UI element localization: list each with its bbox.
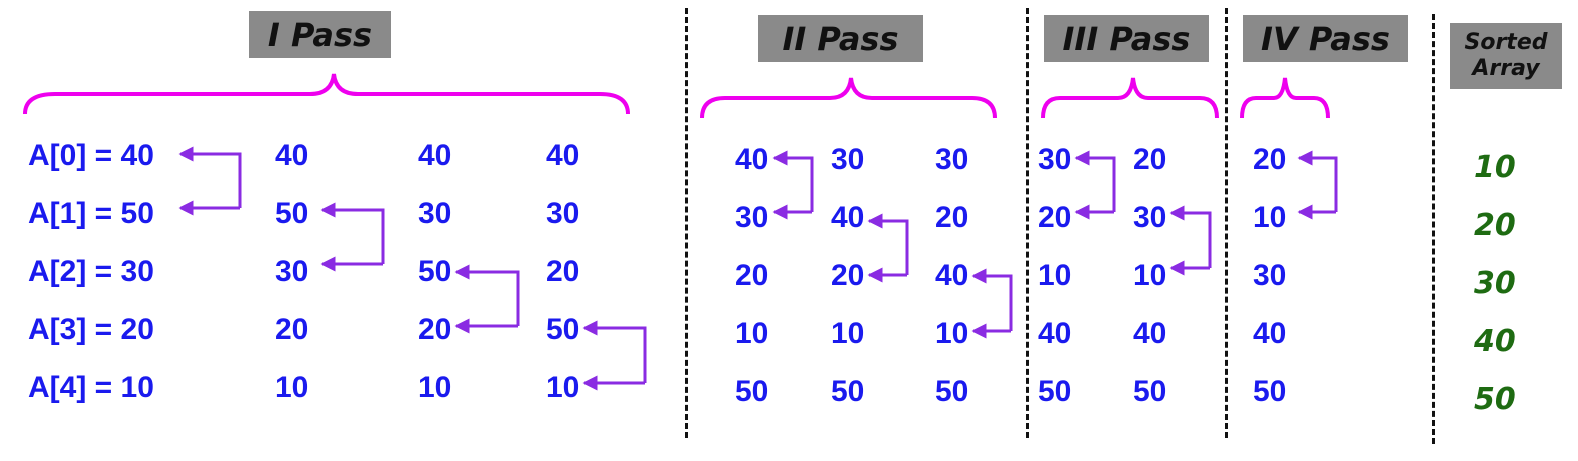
pass3-col2-row2: 10 [1133,259,1167,292]
pass2-col1-row0: 40 [735,143,769,176]
sorted-value-3: 40 [1474,324,1516,359]
swap-arrow-p4-a [1297,150,1338,212]
pass-2-brace [700,77,997,119]
divider-1 [685,8,688,438]
divider-4 [1432,14,1435,444]
pass-1-header: I Pass [249,11,391,58]
pass3-col2-row0: 20 [1133,143,1167,176]
pass2-col1-row4: 50 [735,375,769,408]
pass1-col3-row0: 40 [546,139,580,172]
pass-3-brace [1041,77,1219,119]
pass3-col1-row1: 20 [1038,201,1072,234]
pass-1-brace [23,73,630,115]
pass1-col1-row0: 40 [275,139,309,172]
pass2-col3-row0: 30 [935,143,969,176]
initial-label-4: A[4] = 10 [28,371,154,404]
pass1-col3-row1: 30 [546,197,580,230]
pass1-col2-row4: 10 [418,371,452,404]
pass2-col2-row3: 10 [831,317,865,350]
sorted-value-4: 50 [1474,382,1516,417]
pass-4-brace [1240,77,1330,119]
pass1-col1-row2: 30 [275,255,309,288]
pass3-col2-row4: 50 [1133,375,1167,408]
pass3-col1-row0: 30 [1038,143,1072,176]
pass2-col2-row2: 20 [831,259,865,292]
pass4-col1-row3: 40 [1253,317,1287,350]
pass2-col3-row3: 10 [935,317,969,350]
swap-arrow-p3-a [1074,150,1116,212]
pass-4-header: IV Pass [1243,15,1408,62]
swap-arrow-p1-b [320,202,385,264]
sorted-value-0: 10 [1474,150,1516,185]
pass2-col1-row2: 20 [735,259,769,292]
pass2-col2-row1: 40 [831,201,865,234]
pass4-col1-row4: 50 [1253,375,1287,408]
swap-arrow-p2-c [971,268,1013,331]
swap-arrow-p1-c [454,264,520,326]
initial-label-2: A[2] = 30 [28,255,154,288]
initial-label-0: A[0] = 40 [28,139,154,172]
pass1-col1-row3: 20 [275,313,309,346]
initial-label-1: A[1] = 50 [28,197,154,230]
sorted-header-line-2: Array [1472,56,1540,81]
pass3-col1-row4: 50 [1038,375,1072,408]
pass1-col2-row2: 50 [418,255,452,288]
pass2-col2-row0: 30 [831,143,865,176]
pass1-col3-row3: 50 [546,313,580,346]
swap-arrow-p1-a [178,146,242,208]
pass2-col3-row4: 50 [935,375,969,408]
pass1-col2-row1: 30 [418,197,452,230]
swap-arrow-p2-a [772,150,814,212]
pass3-col2-row3: 40 [1133,317,1167,350]
pass4-col1-row0: 20 [1253,143,1287,176]
sorted-header-line-1: Sorted [1464,30,1548,55]
pass1-col1-row4: 10 [275,371,309,404]
pass2-col1-row1: 30 [735,201,769,234]
pass4-col1-row1: 10 [1253,201,1287,234]
initial-label-3: A[3] = 20 [28,313,154,346]
swap-arrow-p2-b [867,213,909,275]
pass2-col2-row4: 50 [831,375,865,408]
sorted-value-1: 20 [1474,208,1516,243]
sorted-array-header: Sorted Array [1450,23,1562,89]
pass2-col3-row2: 40 [935,259,969,292]
divider-2 [1026,8,1029,438]
swap-arrow-p1-d [582,320,647,383]
pass3-col1-row3: 40 [1038,317,1072,350]
pass1-col3-row4: 10 [546,371,580,404]
swap-arrow-p3-b [1169,205,1212,268]
pass-2-header: II Pass [758,15,923,62]
pass3-col2-row1: 30 [1133,201,1167,234]
pass-3-header: III Pass [1044,15,1209,62]
pass2-col1-row3: 10 [735,317,769,350]
pass4-col1-row2: 30 [1253,259,1287,292]
pass3-col1-row2: 10 [1038,259,1072,292]
pass1-col3-row2: 20 [546,255,580,288]
sorted-value-2: 30 [1474,266,1516,301]
divider-3 [1225,8,1228,438]
pass1-col2-row3: 20 [418,313,452,346]
pass1-col2-row0: 40 [418,139,452,172]
pass2-col3-row1: 20 [935,201,969,234]
pass1-col1-row1: 50 [275,197,309,230]
